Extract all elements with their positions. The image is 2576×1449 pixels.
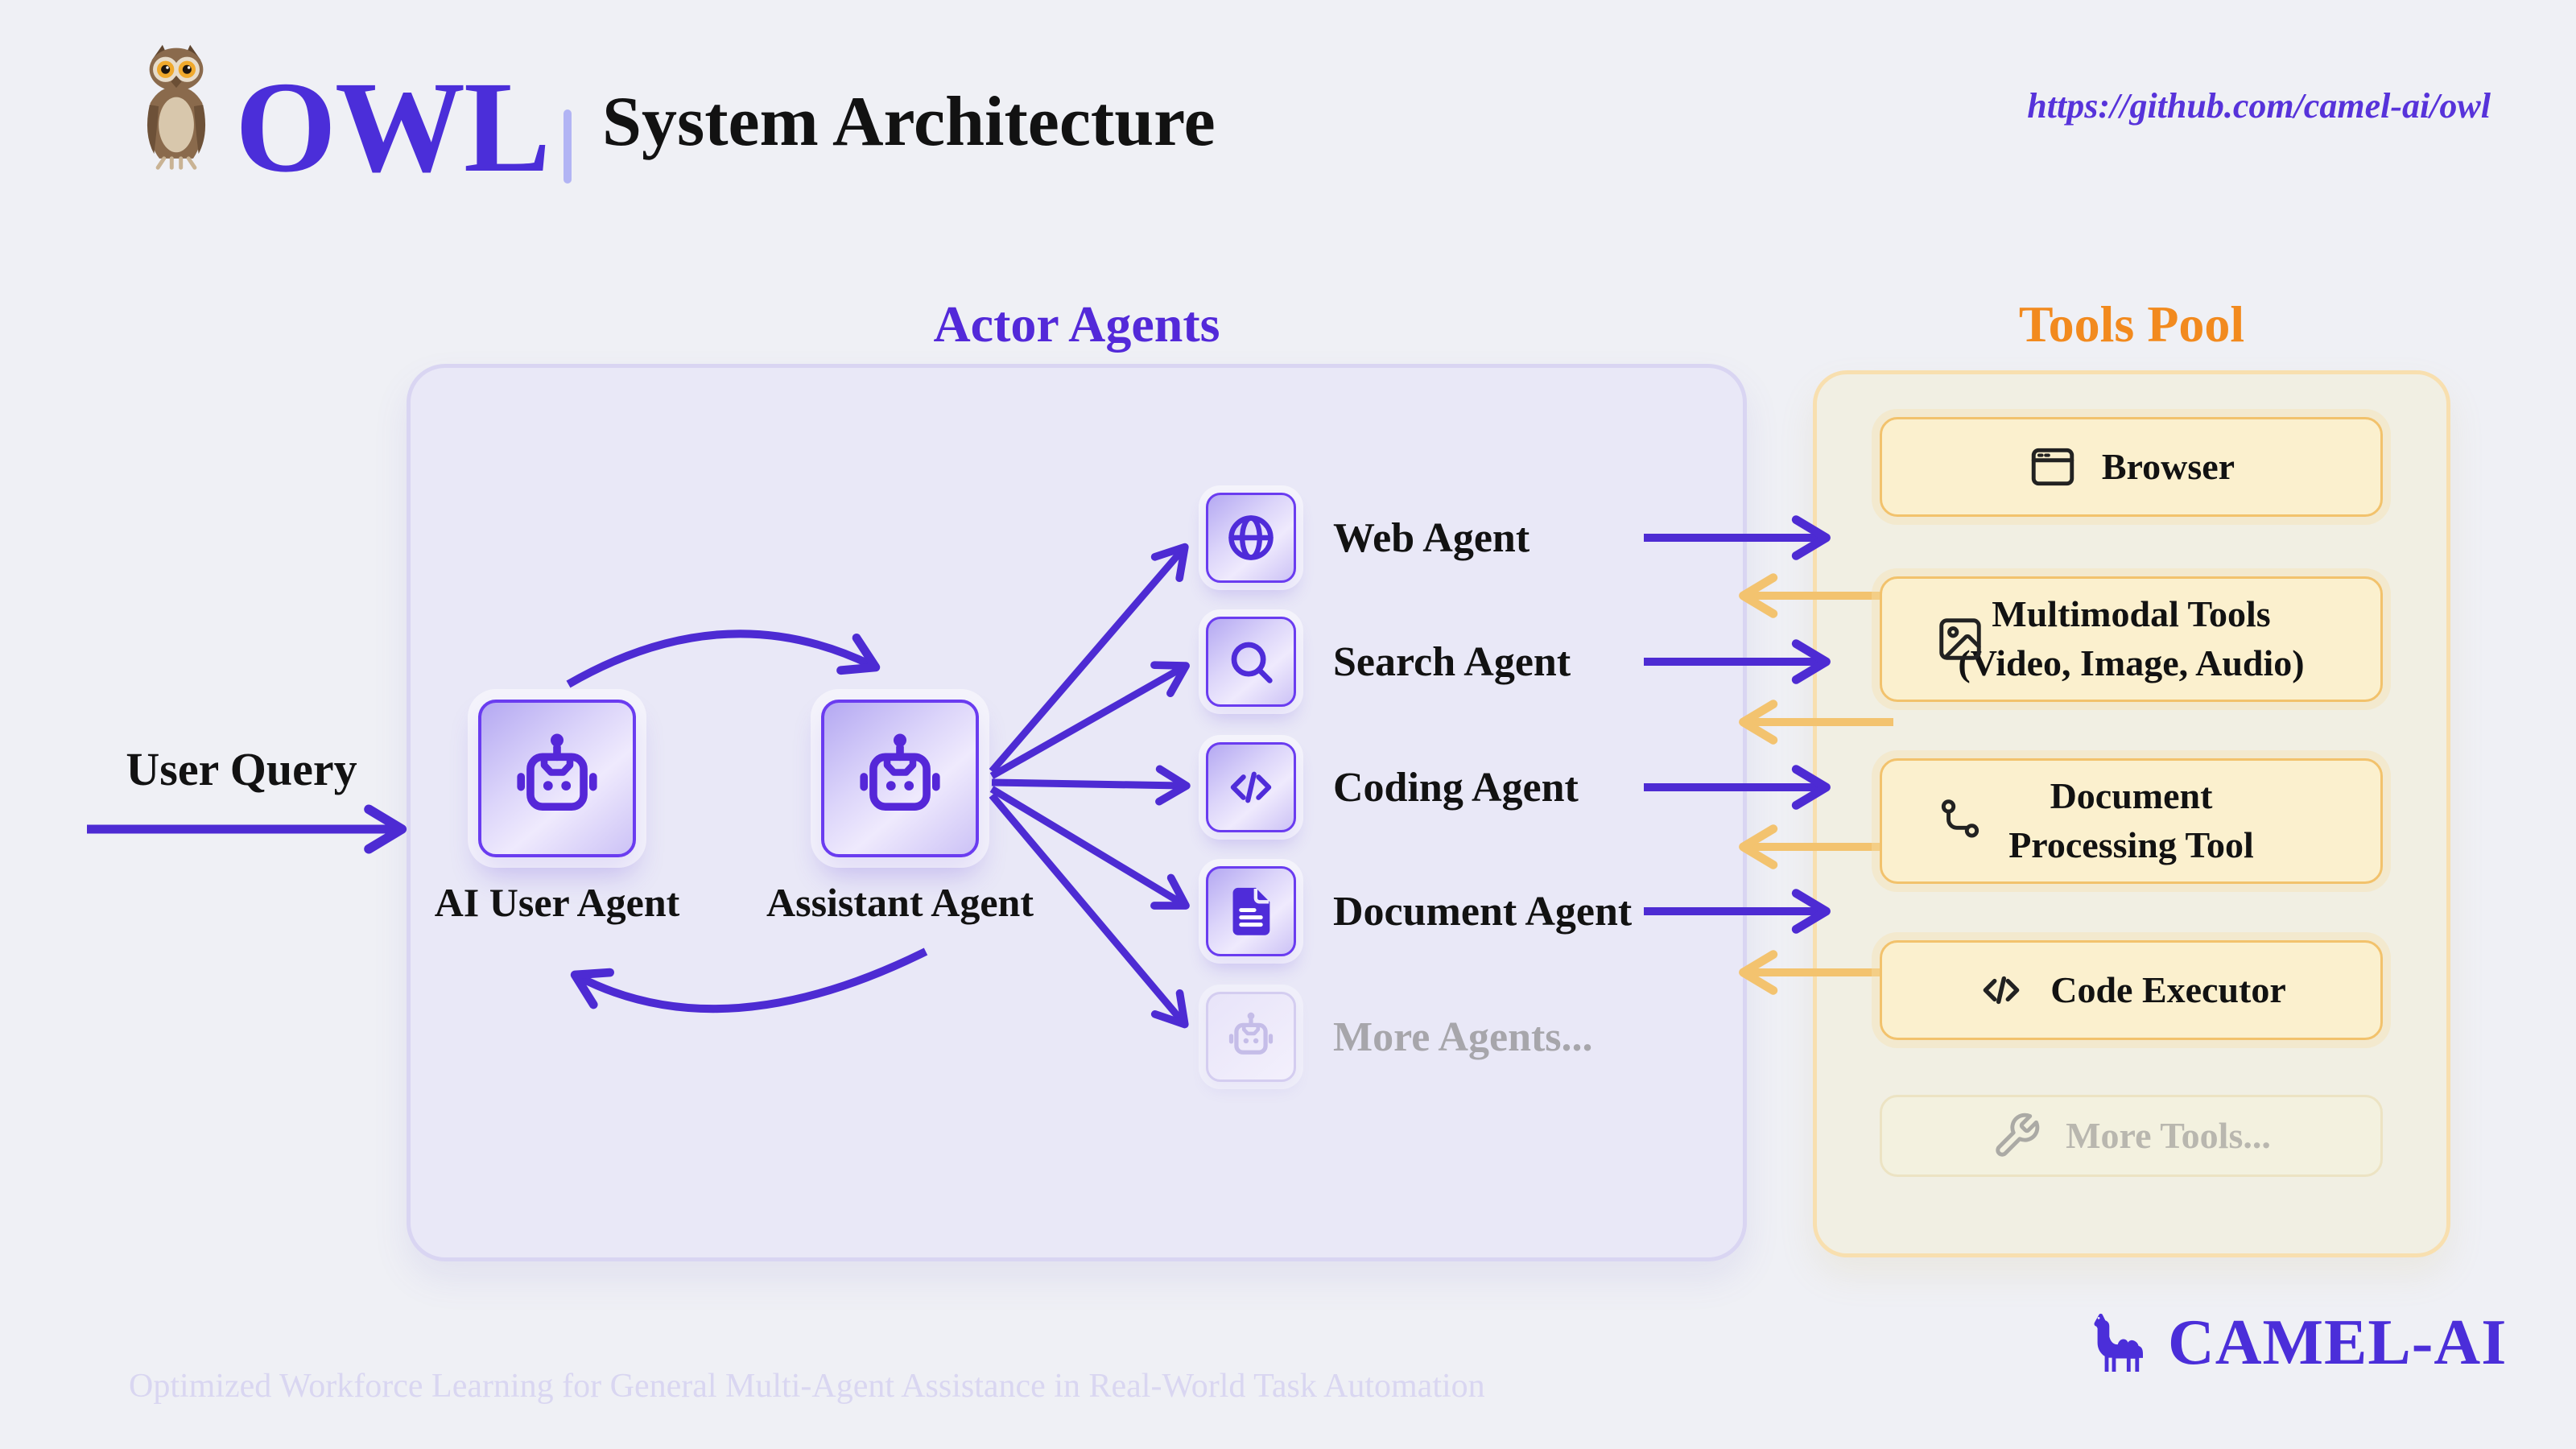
code-executor-label: Code Executor <box>2050 968 2286 1010</box>
tool-card-document-processing: Document Processing Tool <box>1880 758 2383 884</box>
web-agent-tile <box>1206 493 1296 583</box>
tool-card-multimodal: Multimodal Tools (Video, Image, Audio) <box>1880 576 2383 702</box>
code-icon <box>1976 965 2026 1015</box>
coding-agent-tile <box>1206 742 1296 832</box>
browser-tool-label: Browser <box>2101 445 2235 487</box>
tool-card-code-executor: Code Executor <box>1880 940 2383 1040</box>
camel-icon <box>2094 1313 2143 1372</box>
owl-logo-icon <box>147 44 206 170</box>
ai-user-agent-label: AI User Agent <box>434 880 680 925</box>
agent-row-web: Web Agent <box>1206 493 1530 583</box>
brand-logo-text: OWL <box>235 56 551 200</box>
assistant-agent-card <box>821 700 979 857</box>
workflow-icon <box>1935 796 1985 846</box>
web-agent-label: Web Agent <box>1333 514 1530 561</box>
agent-row-search: Search Agent <box>1206 617 1571 707</box>
agent-row-more: More Agents... <box>1206 992 1593 1082</box>
code-icon <box>1223 759 1279 815</box>
tool-card-browser: Browser <box>1880 417 2383 517</box>
wrench-icon <box>1992 1111 2041 1161</box>
tool-card-more-tools: More Tools... <box>1880 1095 2383 1177</box>
agent-row-coding: Coding Agent <box>1206 742 1579 832</box>
document-icon <box>1223 883 1279 939</box>
agent-row-document: Document Agent <box>1206 866 1632 956</box>
document-agent-label: Document Agent <box>1333 888 1633 935</box>
robot-icon <box>1223 1009 1279 1065</box>
more-agents-tile <box>1206 992 1296 1082</box>
search-agent-label: Search Agent <box>1333 638 1571 685</box>
camel-ai-label: CAMEL-AI <box>2168 1307 2508 1378</box>
image-icon <box>1935 614 1985 664</box>
title-divider <box>564 109 572 184</box>
footer-tagline: Optimized Workforce Learning for General… <box>129 1368 1485 1405</box>
user-query-label: User Query <box>126 743 357 795</box>
search-agent-tile <box>1206 617 1296 707</box>
document-processing-tool-label: Document Processing Tool <box>2008 775 2254 865</box>
actor-agents-title: Actor Agents <box>933 295 1220 353</box>
ai-user-agent-card <box>478 700 636 857</box>
coding-agent-label: Coding Agent <box>1333 764 1579 811</box>
more-agents-label: More Agents... <box>1333 1013 1593 1060</box>
page-title: System Architecture <box>602 83 1216 161</box>
search-icon <box>1223 634 1279 690</box>
browser-icon <box>2028 442 2078 492</box>
document-agent-tile <box>1206 866 1296 956</box>
globe-icon <box>1223 510 1279 566</box>
multimodal-tool-label: Multimodal Tools (Video, Image, Audio) <box>1958 593 2305 683</box>
tools-pool-title: Tools Pool <box>2018 295 2245 353</box>
github-link[interactable]: https://github.com/camel-ai/owl <box>2027 86 2491 126</box>
robot-icon <box>848 727 952 830</box>
robot-icon <box>506 727 609 830</box>
camel-ai-brand: CAMEL-AI <box>2081 1311 2507 1375</box>
more-tools-label: More Tools... <box>2066 1114 2271 1156</box>
assistant-agent-label: Assistant Agent <box>766 880 1034 925</box>
